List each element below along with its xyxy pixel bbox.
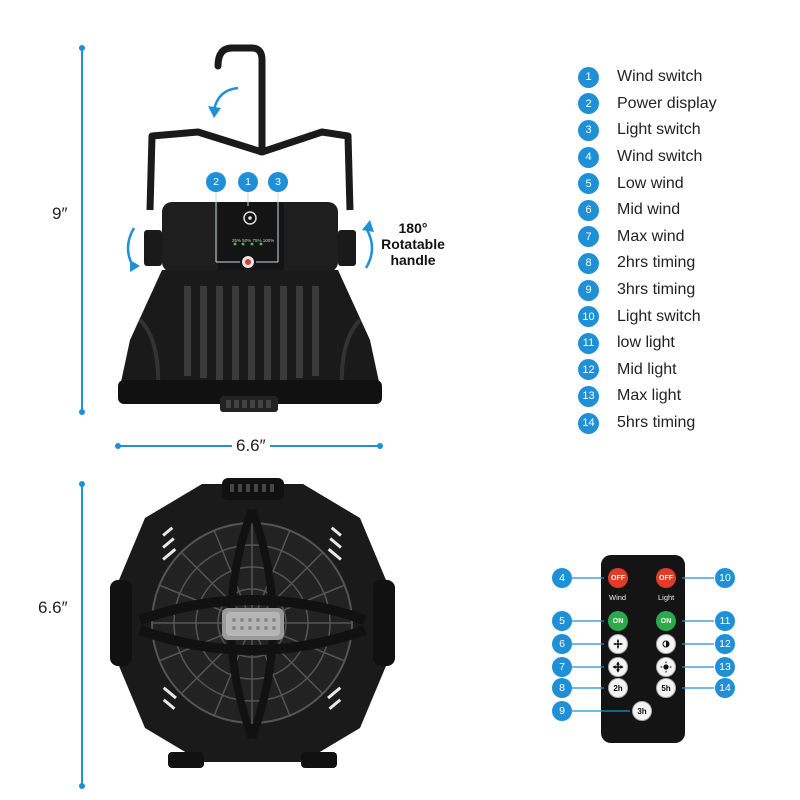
remote-3h-timer-button[interactable]: 3h xyxy=(632,701,652,721)
remote-mid-wind-button[interactable] xyxy=(608,634,628,654)
legend-label: 5hrs timing xyxy=(617,414,696,432)
legend-item: 8 2hrs timing xyxy=(578,250,788,277)
legend-item: 10 Light switch xyxy=(578,303,788,330)
legend-number: 4 xyxy=(578,146,599,168)
front-height-dimension-line xyxy=(81,484,83,786)
legend-label: Low wind xyxy=(617,174,684,192)
fan-callout-2: 2 xyxy=(206,172,226,192)
remote-max-light-button[interactable] xyxy=(656,657,676,677)
fan-front-view-illustration xyxy=(110,478,395,768)
front-height-dot-top xyxy=(79,481,85,487)
remote-wind-on-button[interactable]: ON xyxy=(608,611,628,631)
remote-light-off-button[interactable]: OFF xyxy=(656,568,676,588)
legend-number: 13 xyxy=(578,385,599,407)
legend-label: Wind switch xyxy=(617,148,703,166)
fan-callout-1: 1 xyxy=(238,172,258,192)
legend-label: 2hrs timing xyxy=(617,254,696,272)
sun-icon xyxy=(660,661,672,673)
height-dimension-dot-top xyxy=(79,45,85,51)
legend-label: low light xyxy=(617,334,675,352)
width-dimension-dot-left xyxy=(115,443,121,449)
legend-number: 8 xyxy=(578,252,599,274)
rotation-line1: Rotatable xyxy=(381,236,445,252)
remote-badge-9: 9 xyxy=(552,701,572,721)
rotation-line2: handle xyxy=(390,252,436,268)
width-dimension-label: 6.6″ xyxy=(232,436,270,456)
remote-light-label: Light xyxy=(658,593,675,602)
legend-number: 11 xyxy=(578,332,599,354)
remote-light-on-button[interactable]: ON xyxy=(656,611,676,631)
legend-item: 9 3hrs timing xyxy=(578,277,788,304)
remote-control: 4 5 6 7 8 9 10 11 12 13 14 OFF OFF Wind … xyxy=(542,555,747,745)
legend-item: 5 Low wind xyxy=(578,170,788,197)
legend-number: 9 xyxy=(578,279,599,301)
legend-number: 3 xyxy=(578,119,599,141)
legend-item: 6 Mid wind xyxy=(578,197,788,224)
legend-label: Mid wind xyxy=(617,201,681,219)
remote-badge-13: 13 xyxy=(715,657,735,677)
remote-5h-timer-button[interactable]: 5h xyxy=(656,678,676,698)
remote-badge-5: 5 xyxy=(552,611,572,631)
remote-badge-4: 4 xyxy=(552,568,572,588)
remote-wind-off-button[interactable]: OFF xyxy=(608,568,628,588)
legend-item: 7 Max wind xyxy=(578,224,788,251)
fan-max-icon xyxy=(612,661,624,673)
remote-badge-7: 7 xyxy=(552,657,572,677)
legend-item: 12 Mid light xyxy=(578,357,788,384)
remote-badge-12: 12 xyxy=(715,634,735,654)
remote-badge-8: 8 xyxy=(552,678,572,698)
power-display-text: 25% 50% 75% 100% xyxy=(232,238,275,243)
remote-badge-10: 10 xyxy=(715,568,735,588)
fan-callout-3: 3 xyxy=(268,172,288,192)
legend-item: 13 Max light xyxy=(578,383,788,410)
height-dimension-line xyxy=(81,48,83,412)
height-dimension-label: 9″ xyxy=(52,202,68,226)
legend-item: 1 Wind switch xyxy=(578,64,788,91)
legend-number: 7 xyxy=(578,226,599,248)
legend-item: 4 Wind switch xyxy=(578,144,788,171)
fan-icon xyxy=(613,639,623,649)
half-light-icon xyxy=(662,640,670,648)
remote-max-wind-button[interactable] xyxy=(608,657,628,677)
legend-label: 3hrs timing xyxy=(617,281,696,299)
legend-number: 10 xyxy=(578,306,599,328)
legend-number: 14 xyxy=(578,412,599,434)
legend-item: 3 Light switch xyxy=(578,117,788,144)
legend-label: Light switch xyxy=(617,121,701,139)
fan-side-view-illustration xyxy=(118,44,382,412)
remote-badge-6: 6 xyxy=(552,634,572,654)
legend-label: Mid light xyxy=(617,360,677,378)
legend-number: 12 xyxy=(578,359,599,381)
legend-item: 2 Power display xyxy=(578,91,788,118)
remote-2h-timer-button[interactable]: 2h xyxy=(608,678,628,698)
legend-label: Max wind xyxy=(617,227,685,245)
width-dimension-dot-right xyxy=(377,443,383,449)
legend-label: Power display xyxy=(617,94,717,112)
remote-wind-label: Wind xyxy=(609,593,627,602)
remote-badge-14: 14 xyxy=(715,678,735,698)
legend-item: 11 low light xyxy=(578,330,788,357)
remote-mid-light-button[interactable] xyxy=(656,634,676,654)
front-height-dot-bottom xyxy=(79,783,85,789)
height-dimension-dot-bottom xyxy=(79,409,85,415)
legend-label: Light switch xyxy=(617,307,701,325)
legend-number: 1 xyxy=(578,66,599,88)
legend-number: 6 xyxy=(578,199,599,221)
legend-number: 2 xyxy=(578,93,599,115)
legend-label: Max light xyxy=(617,387,682,405)
legend-number: 5 xyxy=(578,173,599,195)
rotation-angle: 180° xyxy=(398,220,428,236)
front-height-dimension-label: 6.6″ xyxy=(38,596,68,620)
legend-label: Wind switch xyxy=(617,68,703,86)
rotatable-handle-label: 180° Rotatable handle xyxy=(368,220,458,268)
legend-item: 14 5hrs timing xyxy=(578,410,788,437)
remote-badge-11: 11 xyxy=(715,611,735,631)
